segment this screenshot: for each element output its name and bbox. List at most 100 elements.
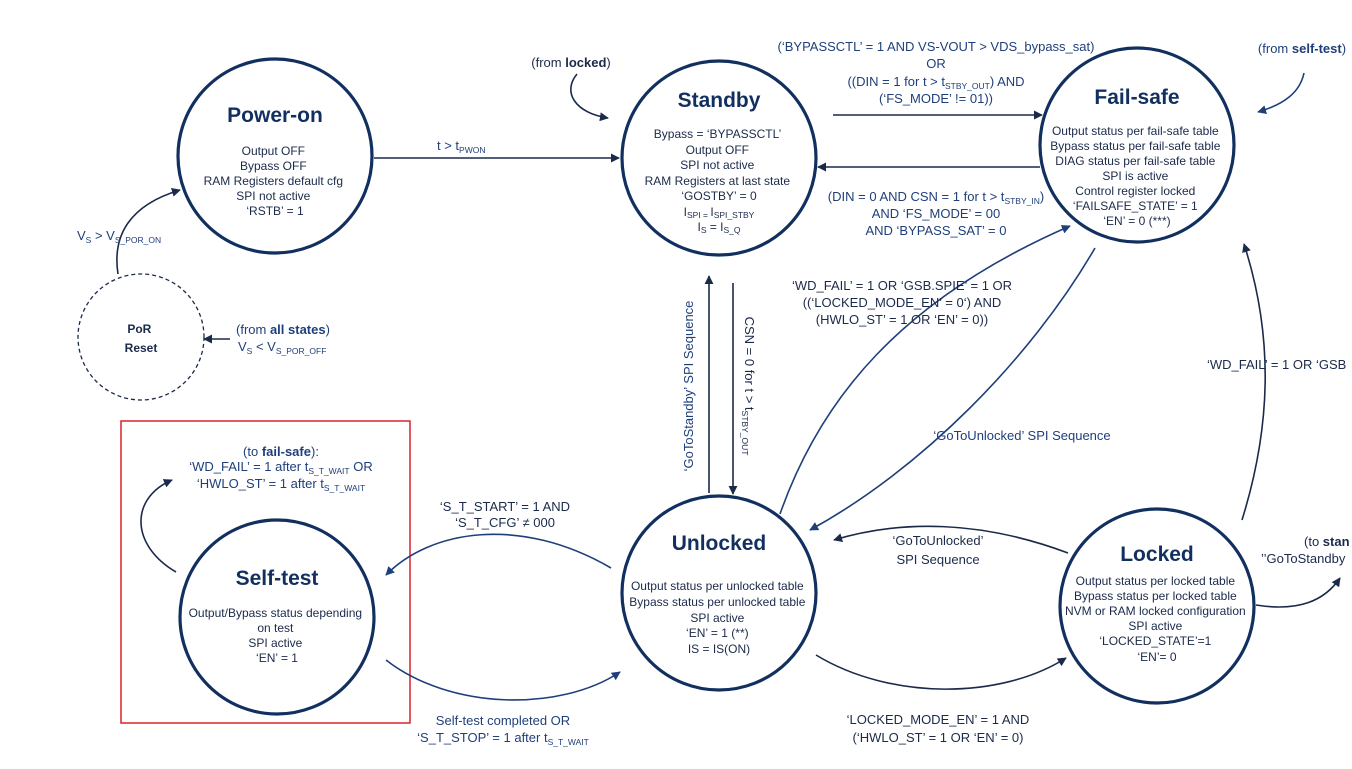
diagram-text: fail-safe	[262, 444, 311, 459]
diagram-text: ‘WD_FAIL’ = 1 after tS_T_WAIT OR	[189, 459, 372, 476]
diagram-text: AND ‘BYPASS_SAT’ = 0	[865, 223, 1006, 238]
state-line: Bypass status per unlocked table	[629, 595, 805, 609]
diagram-text: S_T_WAIT	[548, 737, 589, 747]
label-goto-standby-vertical: ‘GoToStandby’ SPI Sequence	[681, 301, 696, 472]
ispi-line: ISPI = ISPI_STBY	[684, 205, 755, 220]
diagram-text: (from	[531, 55, 565, 70]
label-vs-por-on: VS > VS_POR_ON	[77, 228, 161, 245]
state-title: Self-test	[236, 567, 319, 590]
diagram-text: Output/Bypass status depending on test S…	[189, 606, 366, 665]
label-self-test-complete: Self-test completed OR ‘S_T_STOP’ = 1 af…	[417, 713, 589, 747]
state-line: ‘EN’= 0	[1137, 650, 1176, 664]
diagram-text: (‘BYPASSCTL’ = 1 AND VS-VOUT > VDS_bypas…	[778, 39, 1095, 54]
state-line: PoR	[127, 322, 151, 336]
diagram-text: (to stan	[1304, 534, 1350, 549]
state-line: SPI is active	[1102, 169, 1168, 183]
state-line: SPI not active	[680, 158, 754, 172]
diagram-text: I	[710, 205, 713, 219]
state-line: RAM Registers at last state	[645, 174, 791, 188]
state-line: Reset	[125, 341, 158, 355]
label-csn-vertical: CSN = 0 for t > tSTBY_OUT	[740, 317, 757, 456]
label-bypass-condition: (‘BYPASSCTL’ = 1 AND VS-VOUT > VDS_bypas…	[778, 39, 1095, 106]
diagram-text: S_T_WAIT	[308, 466, 349, 476]
diagram-text: (HWLO_ST’ = 1 OR ‘EN’ = 0))	[816, 312, 988, 327]
diagram-text: OR	[926, 56, 946, 71]
state-line: SPI active	[248, 636, 302, 650]
diagram-text: > V	[91, 228, 115, 243]
diagram-text: ‘WD_FAIL’ = 1 after t	[189, 459, 308, 474]
diagram-text: )	[606, 55, 610, 70]
state-line: Output/Bypass status depending	[189, 606, 362, 620]
label-from-locked: (from locked)	[531, 55, 610, 70]
diagram-text: PoR Reset	[125, 322, 158, 355]
state-unlocked: Unlocked Output status per unlocked tabl…	[620, 494, 818, 692]
diagram-text: Output status per locked table Bypass st…	[1065, 574, 1249, 664]
diagram-text: ‘HWLO_ST’ = 1 after t	[197, 476, 324, 491]
label-to-standby-right: (to stan ’’GoToStandby	[1261, 534, 1350, 566]
diagram-text: (to fail-safe):	[243, 444, 319, 459]
diagram-text: (to	[1304, 534, 1323, 549]
diagram-text: S	[701, 225, 707, 235]
label-wd-condition: ‘WD_FAIL’ = 1 OR ‘GSB.SPIE’ = 1 OR ((‘LO…	[792, 278, 1012, 327]
state-line: Output status per locked table	[1076, 574, 1236, 588]
self-test-highlight-box	[120, 420, 411, 724]
state-line: SPI active	[1128, 619, 1182, 633]
label-din-condition: (DIN = 0 AND CSN = 1 for t > tSTBY_IN) A…	[828, 189, 1044, 238]
arrow-self-test-self-loop	[140, 479, 177, 573]
diagram-text: V	[77, 228, 86, 243]
diagram-text: SPI_STBY	[714, 210, 755, 220]
diagram-text: I	[684, 205, 687, 219]
diagram-text: S_POR_OFF	[276, 346, 327, 356]
diagram-text: STBY_OUT	[740, 411, 750, 456]
state-line: Bypass status per fail-safe table	[1050, 139, 1220, 153]
diagram-text: Output OFF Bypass OFF RAM Registers defa…	[204, 144, 347, 218]
state-line: ‘RSTB’ = 1	[246, 204, 304, 218]
diagram-text: )	[1040, 189, 1044, 204]
state-line: ‘LOCKED_STATE’=1	[1099, 634, 1211, 648]
state-fail-safe: Fail-safe Output status per fail-safe ta…	[1038, 46, 1236, 244]
state-line: Bypass = ‘BYPASSCTL’	[654, 127, 781, 141]
diagram-text: AND ‘FS_MODE’ = 00	[872, 206, 1000, 221]
state-line: RAM Registers default cfg	[204, 174, 343, 188]
state-line: Control register locked	[1075, 184, 1195, 198]
diagram-text: S_T_WAIT	[324, 483, 365, 493]
diagram-text: ‘HWLO_ST’ = 1 after tS_T_WAIT	[197, 476, 365, 493]
label-locked-mode: ‘LOCKED_MODE_EN’ = 1 AND (‘HWLO_ST’ = 1 …	[847, 712, 1030, 745]
diagram-text: = I	[706, 220, 723, 234]
label-t-pwon: t > tPWON	[437, 138, 486, 155]
state-line: SPI active	[690, 611, 744, 625]
diagram-text: OR	[350, 459, 373, 474]
diagram-text: (‘HWLO_ST’ = 1 OR ‘EN’ = 0)	[853, 730, 1024, 745]
state-line: ‘GOSTBY’ = 0	[681, 189, 757, 203]
state-title: Power-on	[227, 104, 323, 127]
diagram-text: ‘S_T_STOP’ = 1 after tS_T_WAIT	[417, 730, 589, 747]
diagram-text: self-test	[1292, 41, 1343, 56]
arrow-por-to-power-on	[116, 188, 181, 275]
diagram-text: (DIN = 0 AND CSN = 1 for t > tSTBY_IN)	[828, 189, 1044, 206]
diagram-text: < V	[252, 339, 276, 354]
diagram-text: PWON	[459, 145, 485, 155]
diagram-text: ((DIN = 1 for t > t	[847, 74, 945, 89]
arrow-unlocked-to-self-test	[385, 533, 612, 576]
arrow-self-test-to-unlocked	[385, 659, 621, 701]
diagram-text: (DIN = 0 AND CSN = 1 for t > t	[828, 189, 1005, 204]
state-por-reset: PoR Reset	[77, 273, 205, 401]
state-line: Output status per unlocked table	[631, 579, 804, 593]
arrow-unlocked-to-fail-safe	[779, 225, 1071, 515]
label-from-self-test: (from self-test)	[1258, 41, 1346, 56]
arrow-locked-to-unlocked	[833, 525, 1069, 554]
diagram-text: ‘LOCKED_MODE_EN’ = 1 AND	[847, 712, 1030, 727]
diagram-text: ‘S_T_START’ = 1 AND	[440, 499, 570, 514]
diagram-text: all states	[270, 322, 326, 337]
diagram-text: (‘FS_MODE’ != 01))	[879, 91, 993, 106]
state-line: ‘FAILSAFE_STATE’ = 1	[1073, 199, 1198, 213]
diagram-text: Self-test completed OR	[436, 713, 570, 728]
diagram-text: S	[247, 346, 253, 356]
is-line: IS = IS_Q	[697, 220, 740, 235]
label-from-all-states: (from all states)	[236, 322, 330, 337]
diagram-text: ((DIN = 1 for t > tSTBY_OUT) AND	[847, 74, 1024, 91]
diagram-text: (from	[236, 322, 270, 337]
diagram-text: ‘S_T_STOP’ = 1 after t	[417, 730, 548, 745]
diagram-text: ’’GoToStandby	[1261, 551, 1346, 566]
